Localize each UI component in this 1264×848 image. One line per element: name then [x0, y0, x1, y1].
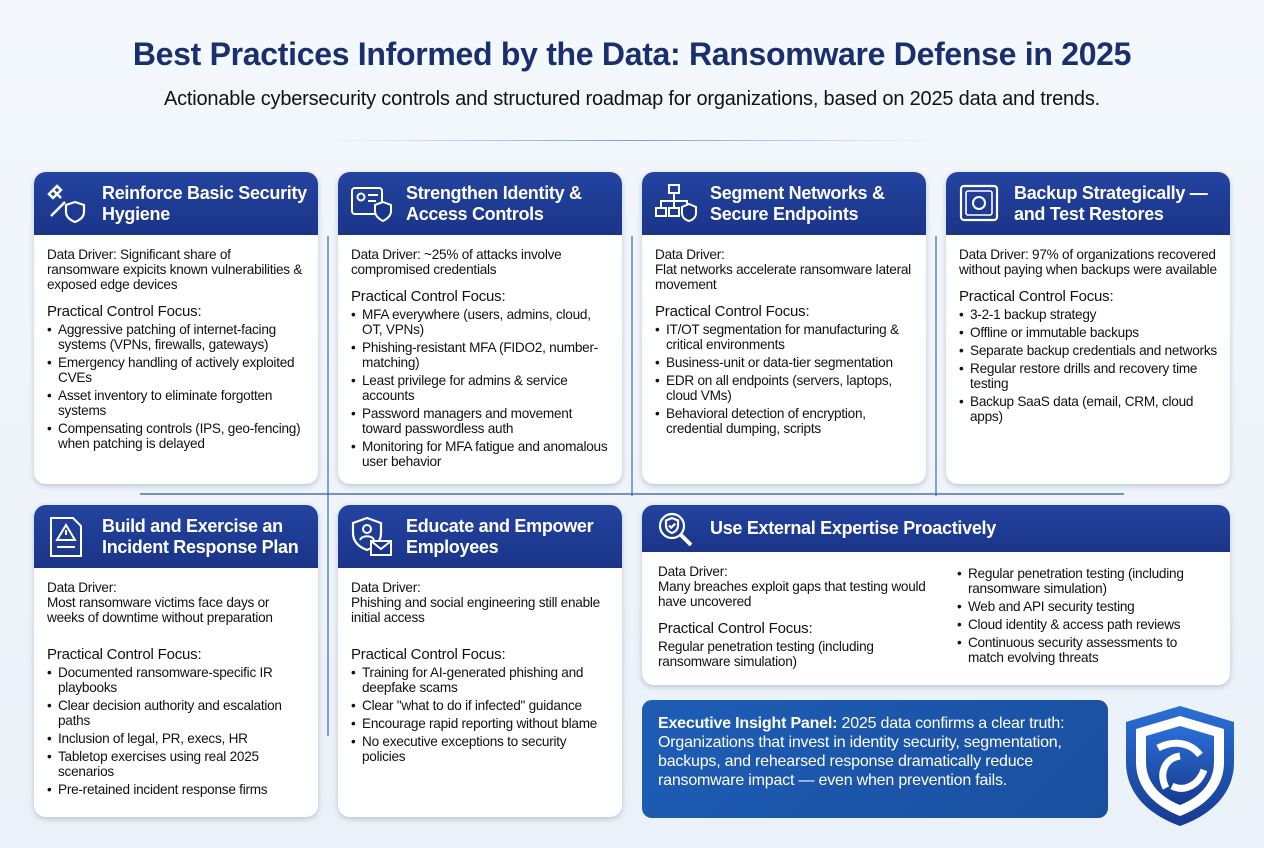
magnifier-shield-icon [652, 506, 698, 552]
divider [330, 140, 934, 141]
list-item: Asset inventory to eliminate forgotten s… [47, 388, 305, 418]
focus-label: Practical Control Focus: [658, 620, 813, 637]
list-item: Monitoring for MFA fatigue and anomalous… [351, 439, 609, 469]
id-card-shield-icon [348, 181, 394, 227]
list-item: Backup SaaS data (email, CRM, cloud apps… [959, 394, 1217, 424]
card-4: Build and Exercise an Incident Response … [34, 505, 318, 817]
page-subtitle: Actionable cybersecurity controls and st… [163, 88, 1101, 110]
card-title: Backup Strategically — and Test Restores [1014, 182, 1208, 224]
user-shield-mail-icon [348, 514, 394, 560]
card-title: Reinforce Basic Security Hygiene [102, 182, 307, 224]
connector-line [631, 236, 633, 496]
tools-shield-icon [44, 181, 90, 227]
card-0: Reinforce Basic Security Hygiene Data Dr… [34, 172, 318, 484]
list-item: No executive exceptions to security poli… [351, 734, 609, 764]
list-item: Training for AI-generated phishing and d… [351, 665, 609, 695]
list-item: Web and API security testing [957, 599, 1214, 614]
focus-label: Practical Control Focus: [351, 646, 506, 663]
data-driver: Data Driver: 97% of organizations recove… [959, 247, 1217, 277]
list-item: Behavioral detection of encryption, cred… [655, 406, 913, 436]
connector-line [935, 236, 937, 496]
data-driver: Data Driver: Most ransomware victims fac… [47, 580, 273, 625]
focus-text: Regular penetration testing (including r… [658, 639, 874, 669]
list-item: Cloud identity & access path reviews [957, 617, 1214, 632]
list-item: Regular penetration testing (including r… [957, 566, 1214, 596]
card-title: Educate and Empower Employees [406, 515, 594, 557]
data-driver: Data Driver: ~25% of attacks involve com… [351, 247, 562, 277]
list-item: 3-2-1 backup strategy [959, 307, 1217, 322]
card-title: Build and Exercise an Incident Response … [102, 515, 299, 557]
list-item: Documented ransomware-specific IR playbo… [47, 665, 305, 695]
network-shield-icon [652, 181, 698, 227]
card-title: Strengthen Identity & Access Controls [406, 182, 582, 224]
list-item: Pre-retained incident response firms [47, 782, 305, 797]
list-item: Offline or immutable backups [959, 325, 1217, 340]
list-item: Separate backup credentials and networks [959, 343, 1217, 358]
focus-label: Practical Control Focus: [351, 288, 506, 305]
list-item: Phishing-resistant MFA (FIDO2, number-ma… [351, 340, 609, 370]
list-item: Clear "what to do if infected" guidance [351, 698, 609, 713]
list-item: EDR on all endpoints (servers, laptops, … [655, 373, 913, 403]
card-1: Strengthen Identity & Access Controls Da… [338, 172, 622, 484]
card-external-expertise: Use External Expertise Proactively Data … [642, 505, 1230, 685]
focus-label: Practical Control Focus: [959, 288, 1114, 305]
data-driver: Data Driver: Significant share of ransom… [47, 247, 303, 292]
data-driver: Data Driver: Phishing and social enginee… [351, 580, 600, 625]
list-item: Tabletop exercises using real 2025 scena… [47, 749, 305, 779]
list-item: Business-unit or data-tier segmentation [655, 355, 913, 370]
card-title: Segment Networks & Secure Endpoints [710, 182, 885, 224]
list-item: IT/OT segmentation for manufacturing & c… [655, 322, 913, 352]
data-driver: Data Driver: Flat networks accelerate ra… [655, 247, 911, 292]
exec-text: 2025 data confirms a clear truth: Organi… [658, 715, 1065, 789]
list-item: Clear decision authority and escalation … [47, 698, 305, 728]
list-item: Aggressive patching of internet-facing s… [47, 322, 305, 352]
list-item: MFA everywhere (users, admins, cloud, OT… [351, 307, 609, 337]
card-2: Segment Networks & Secure Endpoints Data… [642, 172, 926, 484]
card-5: Educate and Empower Employees Data Drive… [338, 505, 622, 817]
shield-logo-icon [1118, 700, 1242, 835]
list-item: Least privilege for admins & service acc… [351, 373, 609, 403]
exec-label: Executive Insight Panel: [658, 715, 838, 732]
safe-icon [956, 181, 1002, 227]
focus-label: Practical Control Focus: [655, 303, 810, 320]
list-item: Continuous security assessments to match… [957, 635, 1214, 665]
list-item: Encourage rapid reporting without blame [351, 716, 609, 731]
connector-line [327, 236, 329, 736]
list-item: Password managers and movement toward pa… [351, 406, 609, 436]
focus-label: Practical Control Focus: [47, 646, 202, 663]
list-item: Compensating controls (IPS, geo-fencing)… [47, 421, 305, 451]
list-item: Regular restore drills and recovery time… [959, 361, 1217, 391]
card-title: Use External Expertise Proactively [710, 518, 996, 538]
page-title: Best Practices Informed by the Data: Ran… [132, 36, 1132, 72]
list-item: Emergency handling of actively exploited… [47, 355, 305, 385]
executive-insight-panel: Executive Insight Panel: 2025 data confi… [642, 700, 1108, 818]
alert-document-icon [44, 514, 90, 560]
focus-label: Practical Control Focus: [47, 303, 202, 320]
card-3: Backup Strategically — and Test Restores… [946, 172, 1230, 484]
list-item: Inclusion of legal, PR, execs, HR [47, 731, 305, 746]
data-driver: Data Driver: Many breaches exploit gaps … [658, 564, 926, 609]
